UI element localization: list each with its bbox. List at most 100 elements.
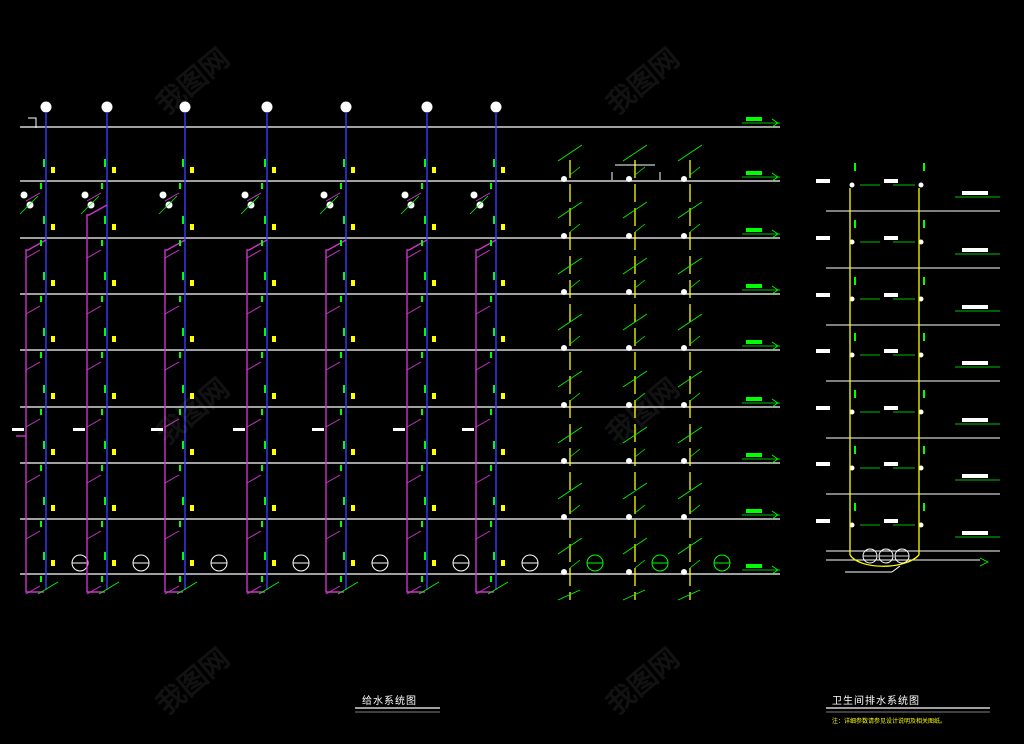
pipe-label: [340, 576, 342, 582]
branch-stub: [246, 305, 262, 315]
branch-stub: [246, 418, 262, 428]
level-arrow: [771, 454, 779, 464]
pipe-label: [43, 497, 45, 505]
branch-stub: [325, 418, 341, 428]
dim-leader: [677, 426, 703, 444]
branch-stub: [25, 192, 41, 202]
branch-stub: [689, 392, 701, 402]
label-mark: [816, 236, 830, 240]
floor-drain-icon: [918, 182, 924, 188]
branch-stub: [569, 166, 581, 176]
valve-symbol: [272, 449, 276, 455]
branch-stub: [25, 474, 41, 484]
branch-pipe: [325, 239, 347, 593]
label-mark: [884, 349, 898, 353]
pipe-label: [340, 521, 342, 527]
pipe-label: [493, 272, 495, 280]
level-mark: [746, 340, 762, 344]
pipe-label: [40, 409, 42, 415]
level-arrow: [771, 172, 779, 182]
pipe-label: [854, 333, 856, 341]
branch-stub: [164, 192, 180, 202]
floor-drain-icon: [626, 233, 632, 239]
floor-drain-icon: [918, 465, 924, 471]
floor-drain-icon: [681, 233, 687, 239]
inlet-tag: [312, 428, 324, 431]
dim-leader: [622, 482, 648, 500]
valve-symbol: [501, 224, 505, 230]
pipe-label: [264, 328, 266, 336]
pipe-label: [104, 385, 106, 393]
branch-pipe: [246, 239, 268, 593]
inlet-tag: [151, 428, 163, 431]
branch-stub: [246, 530, 262, 540]
floor-drain-icon: [561, 289, 567, 295]
pipe-label: [493, 216, 495, 224]
valve-symbol: [501, 449, 505, 455]
pipe-label: [340, 465, 342, 471]
branch-stub: [246, 192, 262, 202]
branch-stub: [325, 249, 341, 259]
level-arrow: [771, 510, 779, 520]
pipe-label: [493, 328, 495, 336]
inlet-tag: [233, 428, 245, 431]
pipe-label: [104, 328, 106, 336]
branch-stub: [634, 559, 646, 569]
branch-stub: [246, 249, 262, 259]
pipe-label: [179, 576, 181, 582]
valve-symbol: [112, 560, 116, 566]
dim-leader: [319, 195, 339, 215]
dim-leader: [557, 370, 583, 388]
pipe-label: [343, 272, 345, 280]
inlet-tag: [12, 428, 24, 431]
valve-symbol: [501, 167, 505, 173]
branch-stub: [25, 585, 41, 595]
level-mark: [962, 474, 988, 478]
drainage-system-right: [816, 163, 1000, 573]
level-mark: [962, 418, 988, 422]
valve-symbol: [351, 336, 355, 342]
branch-stub: [569, 279, 581, 289]
diagram-title-supply: 给水系统图: [362, 696, 417, 707]
pipe-label: [493, 385, 495, 393]
floor-drain-icon: [681, 458, 687, 464]
floor-drain-icon: [626, 289, 632, 295]
pipe-label: [43, 216, 45, 224]
branch-stub: [634, 223, 646, 233]
level-mark: [962, 191, 988, 195]
pipe-label: [343, 441, 345, 449]
floor-drain-icon: [561, 345, 567, 351]
valve-symbol: [190, 560, 194, 566]
valve-symbol: [51, 167, 55, 173]
dim-leader: [37, 581, 59, 595]
pipe-label: [421, 465, 423, 471]
valve-symbol: [432, 449, 436, 455]
dim-leader: [176, 581, 198, 595]
valve-symbol: [432, 280, 436, 286]
dim-leader: [677, 313, 703, 331]
branch-stub: [86, 530, 102, 540]
pipe-label: [101, 183, 103, 189]
floor-drain-icon: [849, 522, 855, 528]
pipe-label: [40, 576, 42, 582]
branch-stub: [689, 279, 701, 289]
branch-stub: [325, 361, 341, 371]
dim-leader: [677, 537, 703, 555]
dim-leader: [418, 581, 440, 595]
dim-leader: [557, 144, 583, 162]
branch-stub: [325, 530, 341, 540]
branch-stub: [164, 474, 180, 484]
valve-symbol: [351, 505, 355, 511]
branch-stub: [406, 474, 422, 484]
pipe-label: [424, 216, 426, 224]
pipe-label: [261, 352, 263, 358]
dim-leader: [622, 257, 648, 275]
pipe-label: [104, 552, 106, 560]
pipe-label: [179, 352, 181, 358]
branch-stub: [475, 585, 491, 595]
dim-leader: [622, 370, 648, 388]
dim-leader: [400, 195, 420, 215]
pipe-label: [104, 159, 106, 167]
pipe-label: [490, 521, 492, 527]
